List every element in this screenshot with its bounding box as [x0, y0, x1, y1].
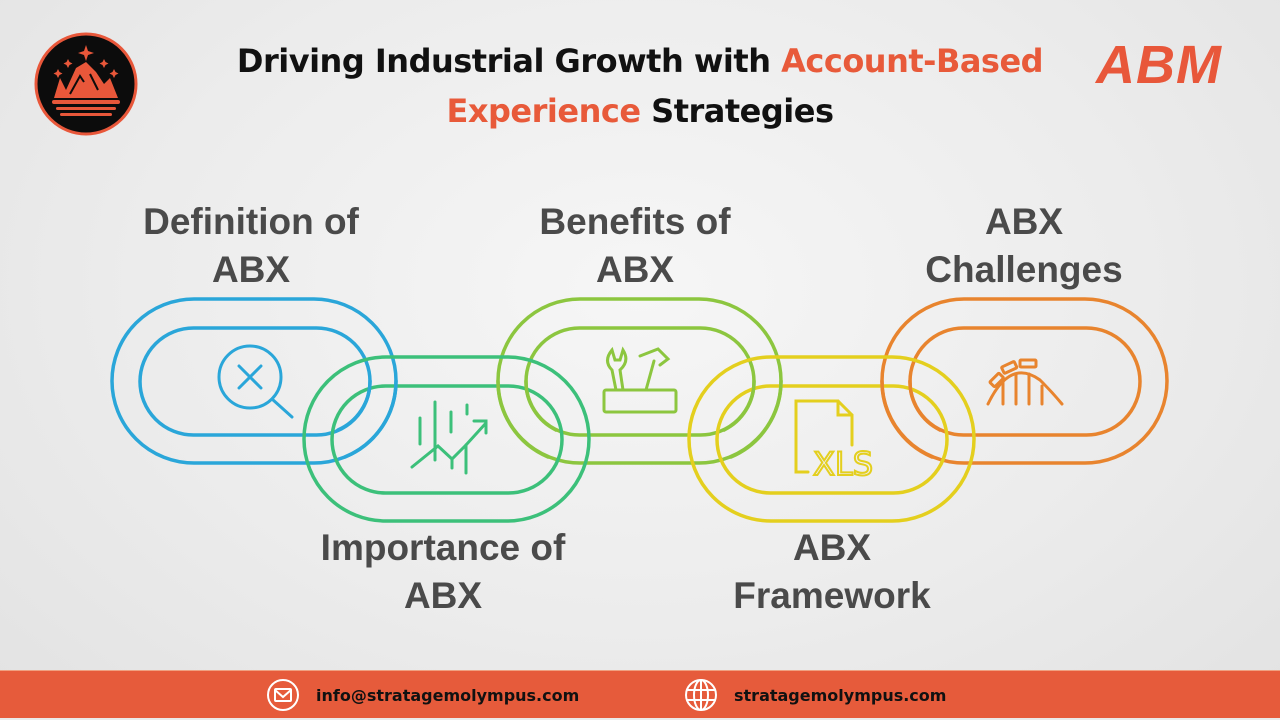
- label-line: Framework: [733, 575, 931, 616]
- footer-bar: info@stratagemolympus.com stratagemolymp…: [0, 670, 1280, 719]
- envelope-icon: [267, 679, 299, 711]
- chain-link-importance: [302, 355, 591, 523]
- link-label-benefits: Benefits of ABX: [475, 198, 795, 294]
- link-label-challenges: ABX Challenges: [864, 198, 1184, 294]
- label-line: Challenges: [925, 249, 1123, 290]
- footer-website[interactable]: stratagemolympus.com: [684, 671, 946, 719]
- toolbox-icon: [602, 346, 678, 414]
- chain-link-challenges: [880, 297, 1169, 465]
- globe-icon: [685, 679, 717, 711]
- brand-badge: ABM: [1096, 35, 1222, 95]
- link-label-framework: ABX Framework: [672, 524, 992, 620]
- title-text: Strategies: [640, 92, 834, 130]
- bottom-strip: [0, 718, 1280, 720]
- title-text: Driving Industrial Growth with: [236, 42, 782, 80]
- link-label-importance: Importance of ABX: [283, 524, 603, 620]
- label-line: ABX: [792, 527, 872, 568]
- title-accent: Account-Based: [781, 42, 1044, 80]
- label-line: Definition of: [143, 201, 359, 242]
- link-label-definition: Definition of ABX: [91, 198, 411, 294]
- email-link[interactable]: info@stratagemolympus.com: [316, 685, 580, 705]
- roller-coaster-icon: [986, 358, 1064, 406]
- chain-link-framework: [687, 355, 976, 523]
- label-line: ABX: [984, 201, 1064, 242]
- xls-file-text: XLS: [813, 445, 873, 483]
- page-title: Driving Industrial Growth with Account-B…: [200, 36, 1080, 136]
- website-link[interactable]: stratagemolympus.com: [734, 685, 947, 705]
- xls-file-icon: [794, 399, 854, 474]
- label-line: Importance of: [320, 527, 566, 568]
- label-line: ABX: [403, 575, 483, 616]
- chain-link-benefits: [496, 297, 783, 465]
- growth-chart-icon: [410, 400, 488, 475]
- label-line: Benefits of: [539, 201, 731, 242]
- search-x-icon: [217, 344, 294, 419]
- label-line: ABX: [595, 249, 675, 290]
- crown-mountain-logo-icon: [34, 32, 138, 136]
- footer-email[interactable]: info@stratagemolympus.com: [266, 671, 579, 719]
- label-line: ABX: [211, 249, 291, 290]
- title-accent: Experience: [446, 92, 642, 130]
